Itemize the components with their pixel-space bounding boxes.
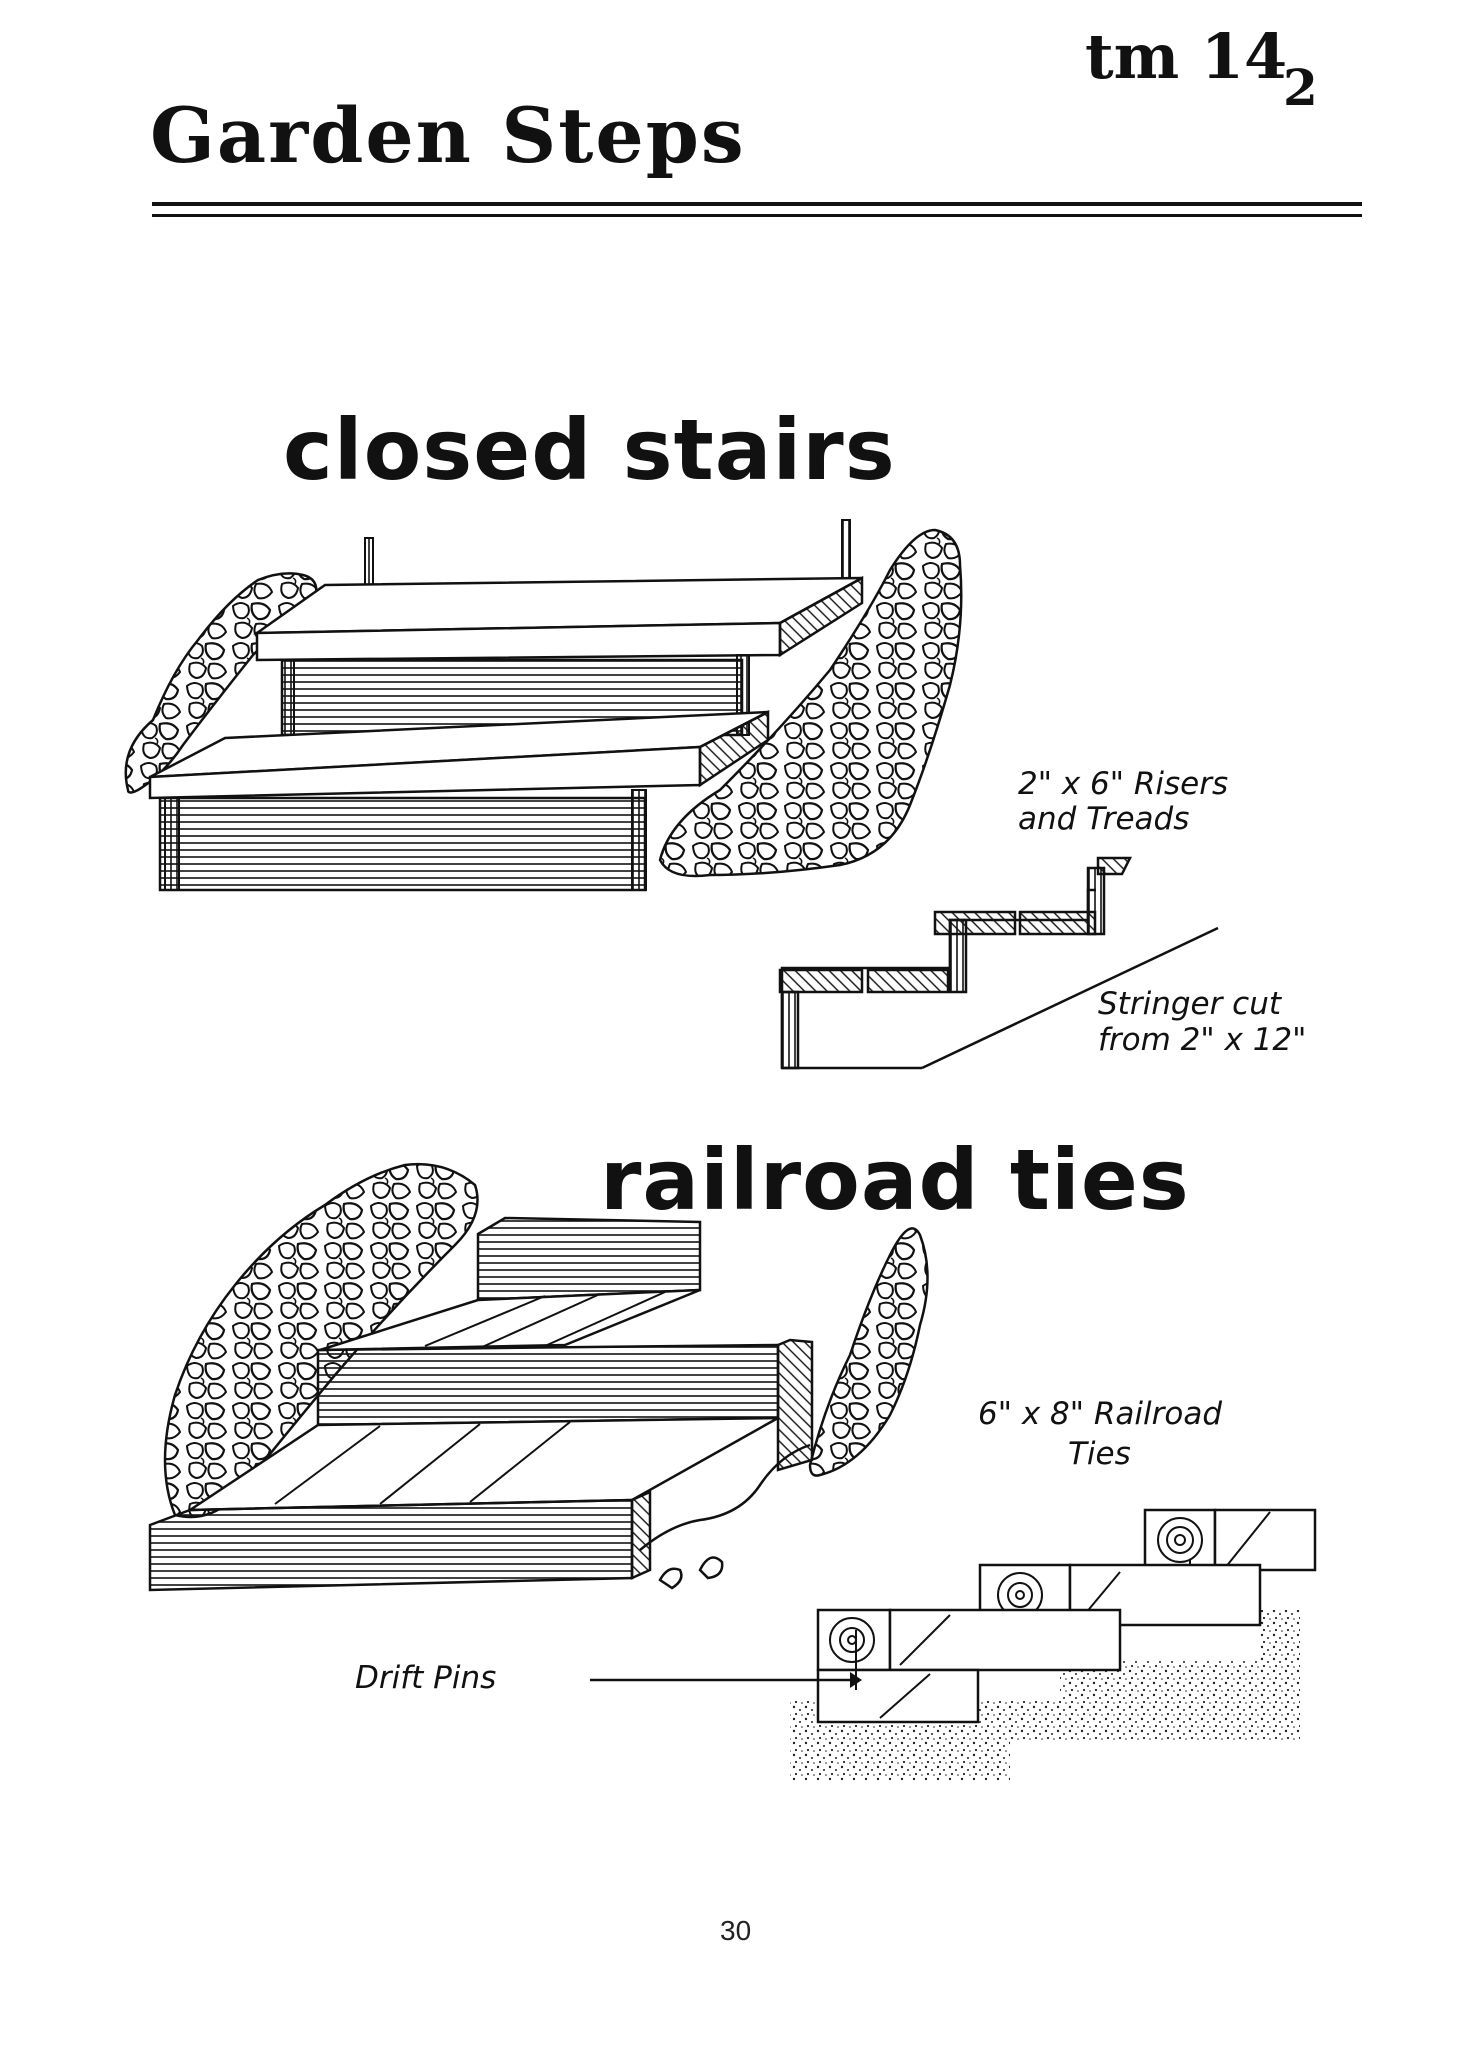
railroad-ties-illustration	[148, 1163, 929, 1592]
stringer-label-line2: from 2" x 12"	[1098, 1022, 1307, 1058]
railroad-ties-label-line2: Ties	[1068, 1436, 1131, 1472]
closed-stairs-heading: closed stairs	[283, 401, 896, 499]
railroad-ties-heading: railroad ties	[600, 1131, 1190, 1229]
page-number: 30	[720, 1915, 752, 1946]
page-title: Garden Steps	[150, 91, 746, 180]
header-rule-bottom	[152, 214, 1362, 217]
stringer-label-line1: Stringer cut	[1098, 986, 1282, 1022]
railroad-ties-label-line1: 6" x 8" Railroad	[978, 1396, 1223, 1432]
header-rule-top	[152, 202, 1362, 206]
risers-treads-label-line1: 2" x 6" Risers	[1018, 766, 1229, 802]
closed-stairs-illustration	[124, 519, 963, 892]
risers-treads-label-line2: and Treads	[1018, 801, 1190, 837]
stringer-detail-diagram	[778, 856, 1219, 1070]
railroad-tie-detail-diagram	[590, 1508, 1317, 1780]
drift-pins-label: Drift Pins	[355, 1660, 497, 1696]
document-code: tm 14	[1085, 20, 1288, 93]
document-code-subscript: 2	[1283, 58, 1318, 117]
